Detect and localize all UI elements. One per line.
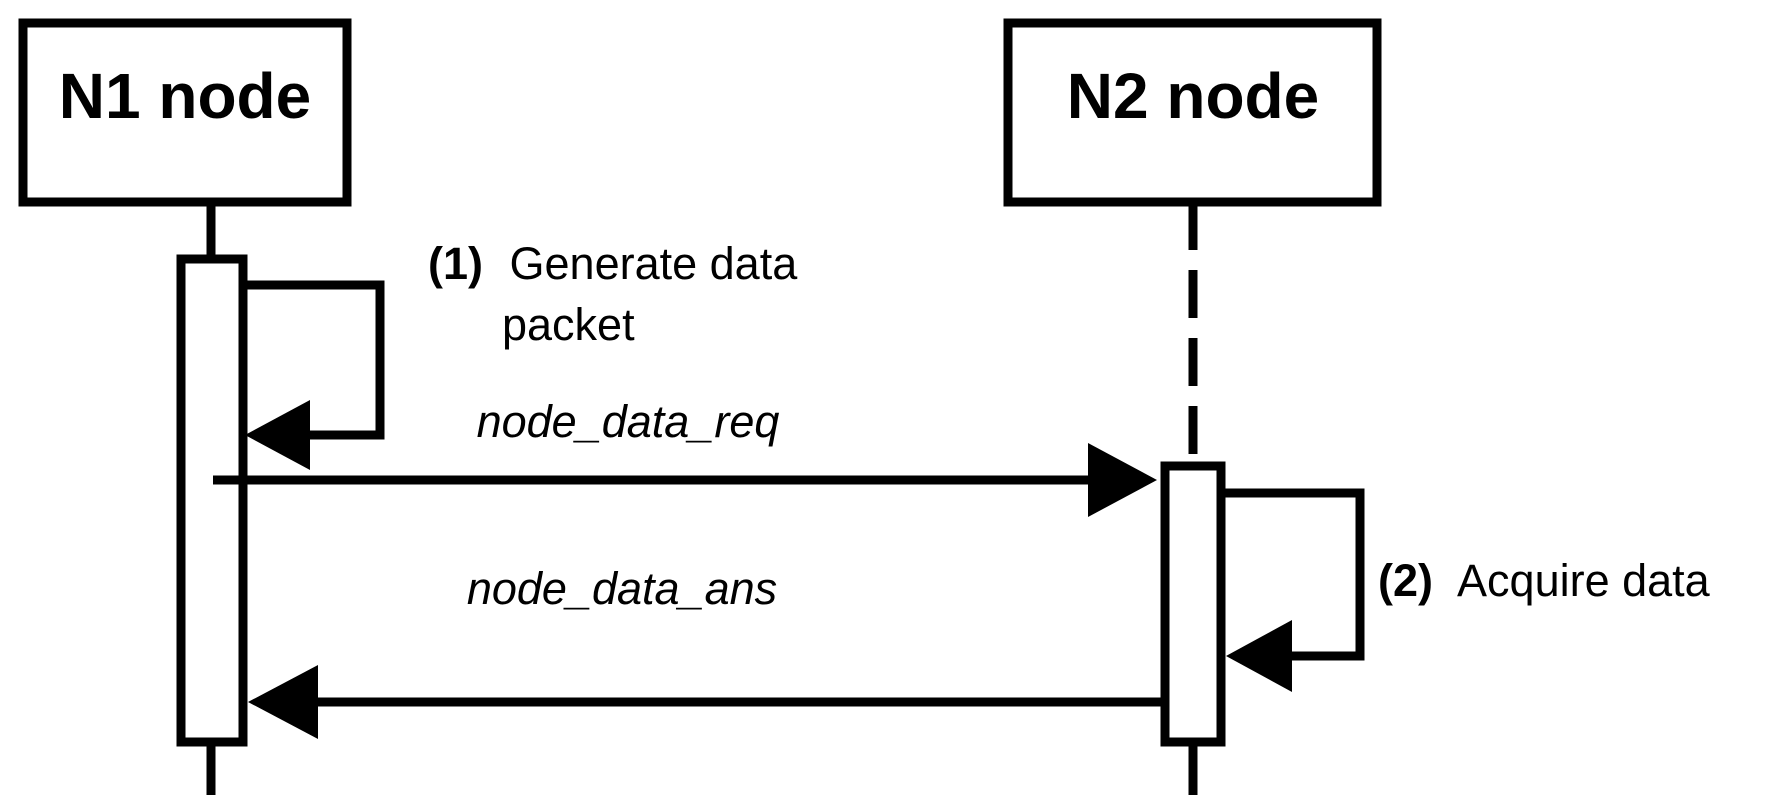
participant-n2[interactable]: N2 node: [1003, 18, 1382, 795]
self-loop-n2-path: [1221, 488, 1365, 661]
message-node-data-ans[interactable]: node_data_ans: [248, 563, 1163, 739]
participant-n2-label: N2 node: [1067, 60, 1319, 132]
message-node-data-ans-arrowhead: [248, 665, 318, 739]
participant-n1-label: N1 node: [59, 60, 311, 132]
participant-n1-box[interactable]: [18, 18, 352, 207]
message-node-data-ans-label: node_data_ans: [467, 563, 777, 614]
message-node-data-req-arrowhead: [1088, 443, 1157, 517]
self-loop-n1-path: [243, 280, 385, 440]
note-generate-data-packet-line1: (1) Generate data: [428, 238, 798, 289]
self-loop-n1-arrowhead: [245, 400, 310, 470]
note-generate-data-packet-text: Generate data: [510, 238, 799, 289]
note-index-1: (1): [428, 238, 483, 289]
activation-bar-n2[interactable]: [1160, 461, 1226, 747]
self-message-acquire-data[interactable]: [1221, 488, 1365, 692]
participant-n2-box[interactable]: [1003, 18, 1382, 207]
self-message-generate-data-packet[interactable]: [243, 280, 385, 470]
note-acquire-data-text: Acquire data: [1457, 555, 1711, 606]
message-node-data-req[interactable]: node_data_req: [213, 396, 1157, 517]
note-index-2: (2): [1378, 555, 1433, 606]
activation-bar-n1[interactable]: [176, 254, 248, 747]
note-acquire-data: (2) Acquire data: [1378, 555, 1711, 606]
note-generate-data-packet-line2: packet: [502, 299, 635, 350]
self-loop-n2-arrowhead: [1226, 620, 1292, 692]
participant-n1[interactable]: N1 node: [18, 18, 352, 795]
message-node-data-req-label: node_data_req: [477, 396, 780, 447]
